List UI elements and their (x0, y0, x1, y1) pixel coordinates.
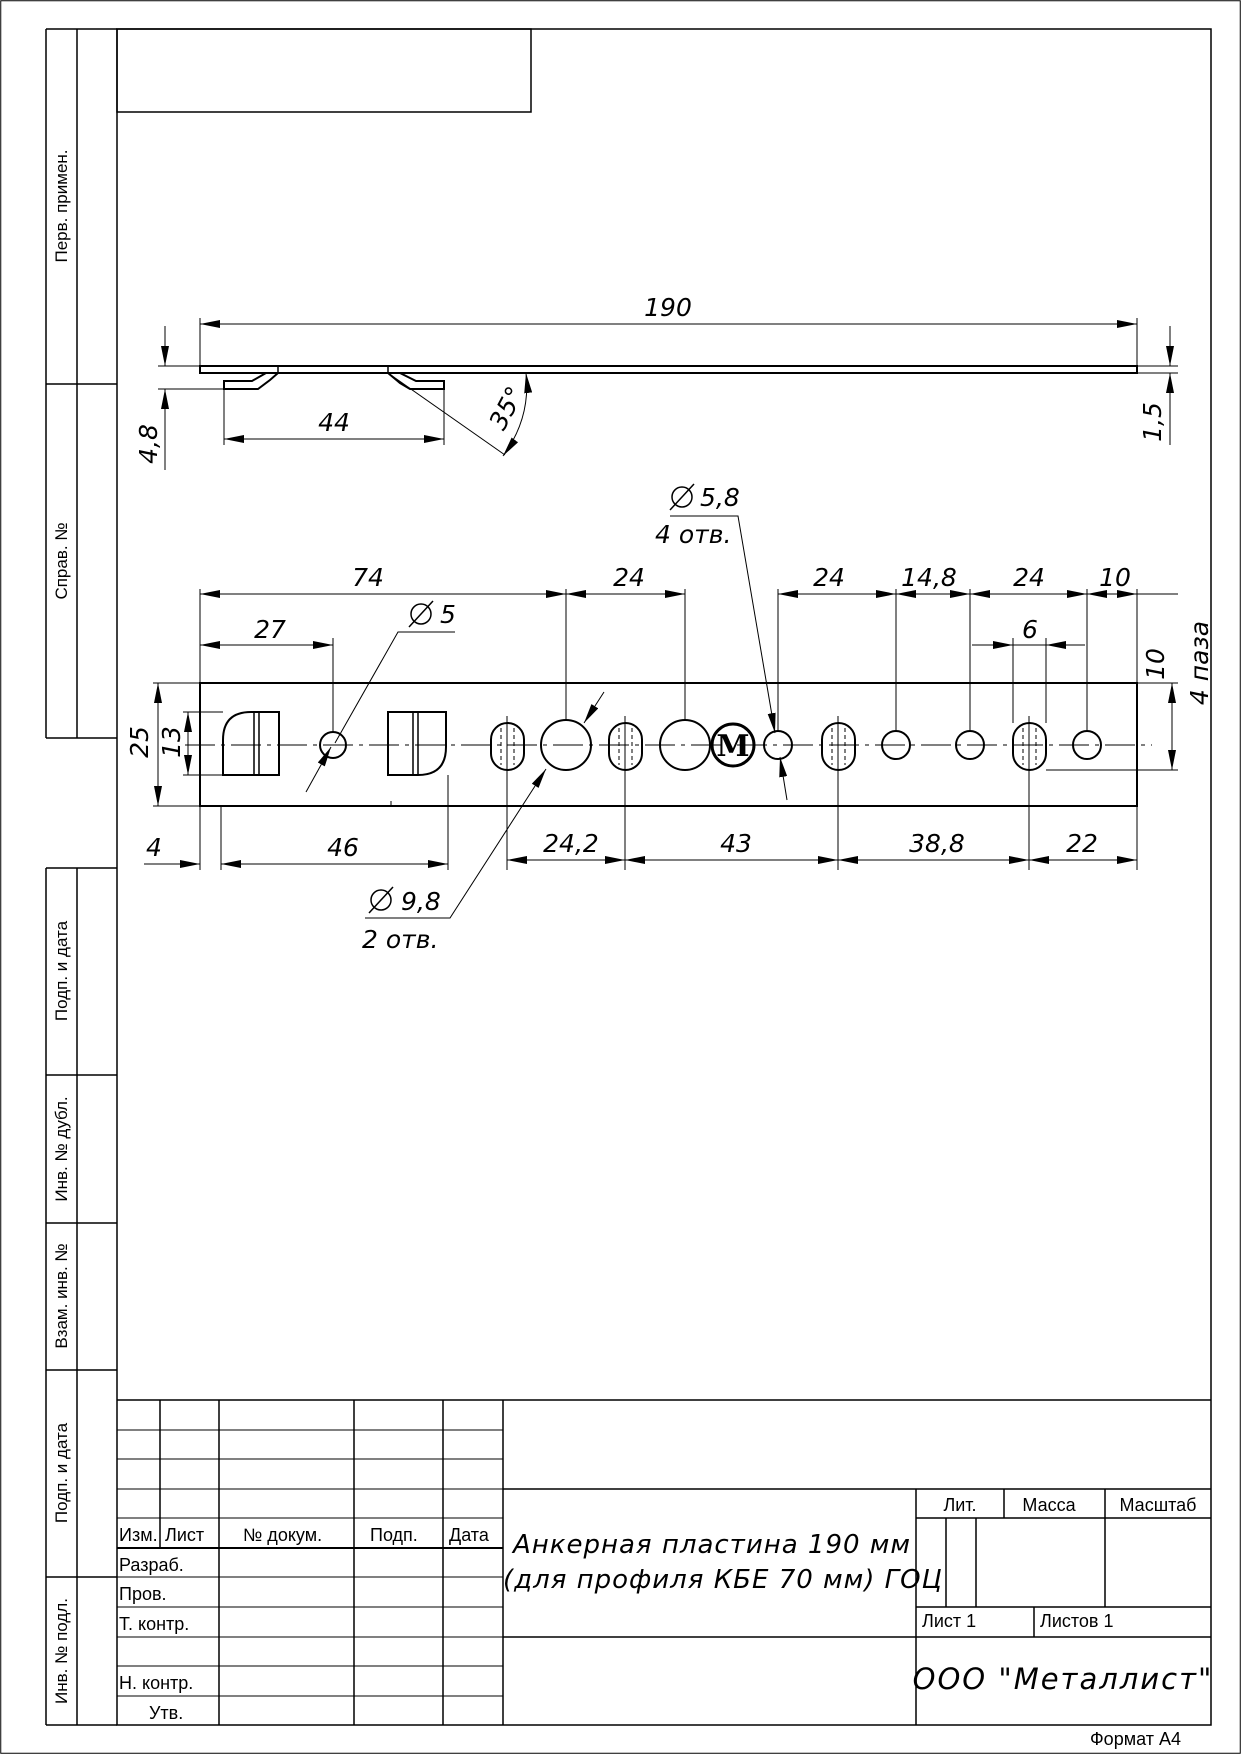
callout-d9-8-value: 9,8 (401, 887, 441, 916)
dim-27: 27 (254, 615, 286, 644)
label-inv-dubl: Инв. № дубл. (52, 1096, 71, 1201)
masshtab-label: Масштаб (1119, 1495, 1196, 1515)
row-utv: Утв. (149, 1703, 183, 1723)
side-view (158, 318, 1178, 470)
dim-35-deg: 35° (483, 382, 529, 435)
leader-d5 (334, 631, 455, 744)
dim-24-b: 24 (813, 563, 845, 592)
dim-43: 43 (720, 829, 752, 858)
row-prov: Пров. (119, 1584, 167, 1604)
title-line-2: (для профиля КБЕ 70 мм) ГОЦ (503, 1565, 943, 1595)
label-inv-podl: Инв. № подл. (52, 1598, 71, 1704)
row-razrab: Разраб. (119, 1555, 184, 1575)
dim-44: 44 (318, 408, 350, 437)
title-block-text: Изм. Лист № докум. Подп. Дата Разраб. Пр… (119, 1495, 1197, 1749)
organization-name: ООО "Металлист" (913, 1662, 1214, 1696)
plan-view (185, 682, 1152, 807)
dim-190: 190 (644, 293, 692, 322)
dim-4-8: 4,8 (134, 424, 163, 464)
sheet-number: Лист 1 (922, 1611, 976, 1631)
label-perv-primen: Перв. примен. (52, 149, 71, 262)
logo-circle (710, 722, 756, 768)
side-view-dims: 190 44 4,8 1,5 35° (134, 293, 1167, 464)
format-label: Формат А4 (1090, 1729, 1181, 1749)
massa-label: Масса (1022, 1495, 1076, 1515)
dim-46: 46 (327, 833, 359, 862)
dim-24-c: 24 (1013, 563, 1045, 592)
leader-d9-8 (365, 768, 547, 919)
dim-24-2: 24,2 (543, 829, 599, 858)
label-vzam-inv: Взам. инв. № (52, 1243, 71, 1348)
dim-13: 13 (157, 726, 186, 758)
dim-10-top: 10 (1099, 563, 1131, 592)
bent-tab-right (387, 711, 447, 776)
dim-24-a: 24 (613, 563, 645, 592)
callout-d9-8: 9,8 2 отв. (362, 886, 441, 954)
hdr-izm: Изм. (119, 1525, 158, 1545)
side-stamp-labels: Перв. примен. Справ. № Подп. и дата Инв.… (52, 149, 71, 1703)
dim-25: 25 (125, 726, 154, 758)
label-podp-data-1: Подп. и дата (52, 920, 71, 1021)
slots-note: 4 паза (1185, 621, 1214, 705)
dim-1-5: 1,5 (1138, 402, 1167, 442)
callout-d5: 5 (408, 600, 456, 629)
dim-74: 74 (352, 563, 384, 592)
callout-d5-8: 5,8 4 отв. (655, 483, 740, 549)
dim-14-8: 14,8 (901, 563, 957, 592)
dim-6: 6 (1022, 615, 1038, 644)
hdr-data: Дата (449, 1525, 490, 1545)
callout-d5-8-count: 4 отв. (655, 520, 731, 549)
document-title: Анкерная пластина 190 мм (для профиля КБ… (503, 1530, 943, 1595)
dim-38-8: 38,8 (909, 829, 965, 858)
label-sprav-no: Справ. № (52, 522, 71, 599)
dim-10-right: 10 (1141, 648, 1170, 680)
callout-d9-8-count: 2 отв. (362, 925, 438, 954)
right-tab (387, 372, 445, 390)
plan-view-dims: 74 24 24 14,8 24 10 27 6 25 13 10 4 паза… (125, 563, 1214, 862)
callout-d5-8-value: 5,8 (700, 483, 740, 512)
hdr-list: Лист (165, 1525, 204, 1545)
bent-tab-left (222, 711, 280, 776)
hole-callouts: 5 5,8 4 отв. 9,8 2 отв. (362, 483, 740, 954)
callout-d5-value: 5 (440, 600, 456, 629)
lit-label: Лит. (943, 1495, 976, 1515)
plan-extension-lines (153, 589, 1178, 870)
sheet-count: Листов 1 (1040, 1611, 1114, 1631)
plan-dimension-lines (144, 515, 1178, 919)
title-line-1: Анкерная пластина 190 мм (511, 1530, 911, 1560)
dim-22: 22 (1066, 829, 1098, 858)
side-stamp (45, 28, 117, 1726)
hdr-doc: № докум. (243, 1525, 322, 1545)
dim-4: 4 (146, 833, 162, 862)
hdr-podp: Подп. (370, 1525, 418, 1545)
plate-profile (199, 365, 1138, 374)
row-nkontr: Н. контр. (119, 1673, 193, 1693)
row-tkontr: Т. контр. (119, 1614, 189, 1634)
left-tab (223, 372, 279, 390)
logo-letter: M (716, 729, 749, 764)
title-block (117, 1399, 1211, 1725)
label-podp-data-2: Подп. и дата (52, 1422, 71, 1523)
leader-d5-8 (670, 515, 776, 734)
